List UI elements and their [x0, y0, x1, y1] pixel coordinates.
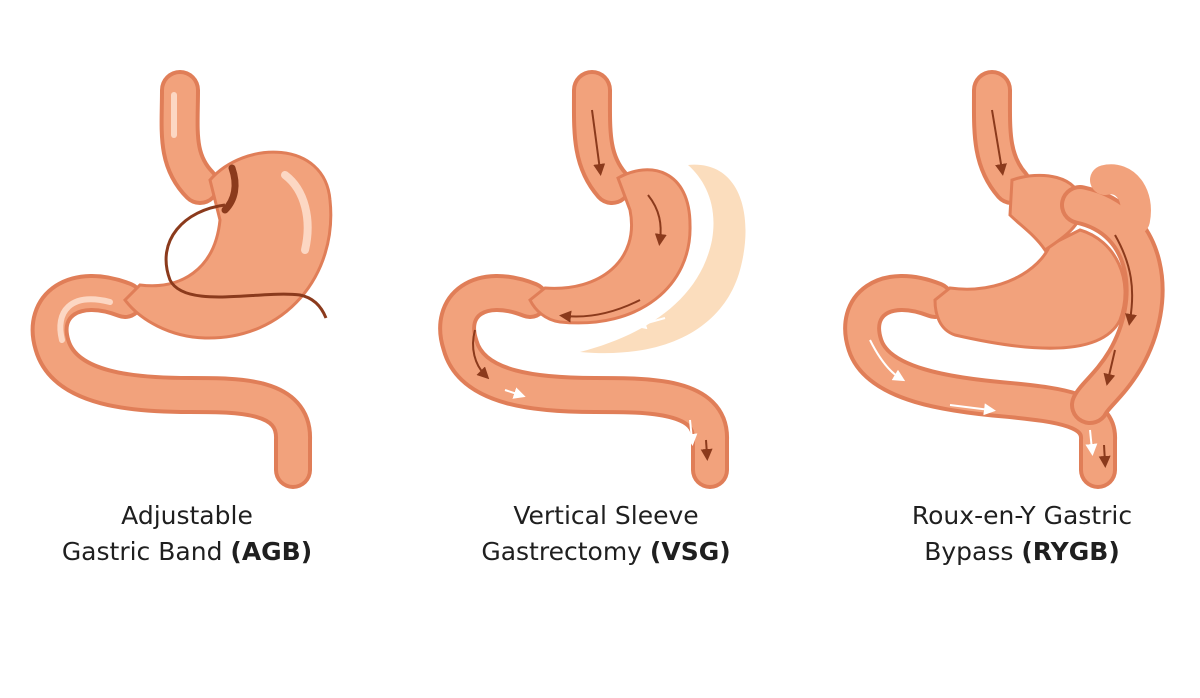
agb-stomach — [123, 150, 333, 340]
agb-illustration — [30, 70, 333, 489]
vsg-caption: Vertical Sleeve Gastrectomy (VSG) — [416, 498, 796, 570]
agb-abbreviation: (AGB) — [230, 537, 313, 566]
vsg-caption-name: Gastrectomy — [481, 537, 650, 566]
agb-band — [221, 164, 239, 214]
rygb-abbreviation: (RYGB) — [1021, 537, 1120, 566]
rygb-illustration — [843, 70, 1165, 489]
rygb-bypassed-stomach — [933, 228, 1127, 350]
agb-caption: Adjustable Gastric Band (AGB) — [0, 498, 377, 570]
agb-caption-name: Gastric Band — [61, 537, 231, 566]
vsg-sleeve-stomach — [528, 168, 692, 325]
rygb-caption-line2: Bypass (RYGB) — [832, 534, 1200, 570]
vsg-removed-stomach — [580, 164, 746, 354]
agb-band-tube — [164, 203, 328, 319]
vsg-caption-line2: Gastrectomy (VSG) — [416, 534, 796, 570]
rygb-caption-line1: Roux-en-Y Gastric — [911, 501, 1133, 530]
vsg-abbreviation: (VSG) — [649, 537, 731, 566]
rygb-caption-name: Bypass — [924, 537, 1022, 566]
agb-caption-line2: Gastric Band (AGB) — [0, 534, 377, 570]
vsg-caption-line1: Vertical Sleeve — [513, 501, 699, 530]
rygb-caption: Roux-en-Y Gastric Bypass (RYGB) — [832, 498, 1200, 570]
vsg-illustration — [438, 70, 746, 489]
agb-caption-line1: Adjustable — [121, 501, 253, 530]
